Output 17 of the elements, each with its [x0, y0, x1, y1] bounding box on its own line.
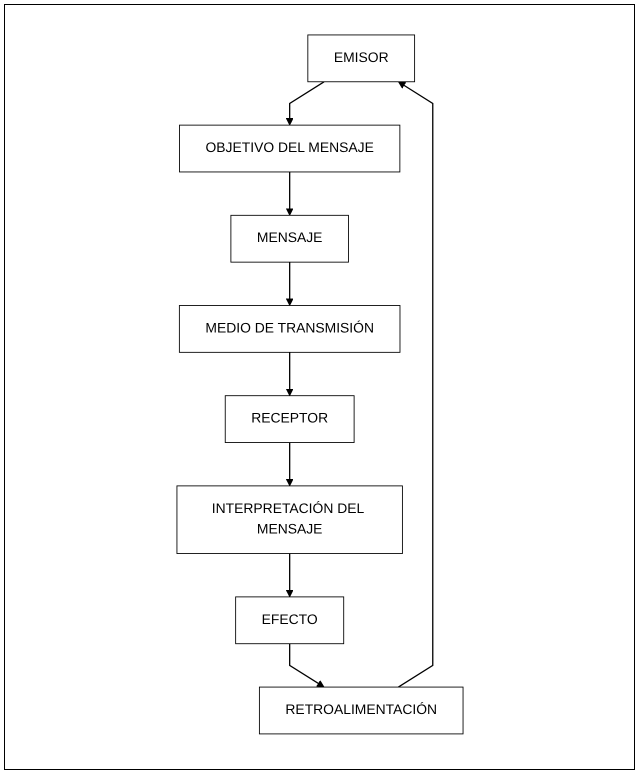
- node-box: [234, 596, 344, 644]
- arrow: [285, 172, 293, 216]
- arrow: [398, 82, 433, 688]
- node-box: [224, 395, 354, 444]
- node-box: [178, 124, 400, 172]
- node-box: [176, 486, 402, 554]
- arrow: [288, 644, 324, 688]
- diagram-frame: EMISOR OBJETIVO DEL MENSAJE MENSAJE MEDIO DE TRANSMISIÓN RECEPTOR INTERPRETACIÓN DEL MENSAJE EFECTO RETROALIMENTACIÓN: [4, 4, 635, 770]
- node-box: [230, 214, 348, 263]
- arrow: [285, 262, 293, 306]
- arrow: [285, 81, 324, 126]
- node-box: [306, 34, 415, 82]
- node-box: [178, 305, 400, 353]
- arrow: [285, 352, 293, 396]
- arrow: [285, 442, 293, 486]
- arrow: [285, 554, 293, 598]
- node-box: [258, 686, 463, 734]
